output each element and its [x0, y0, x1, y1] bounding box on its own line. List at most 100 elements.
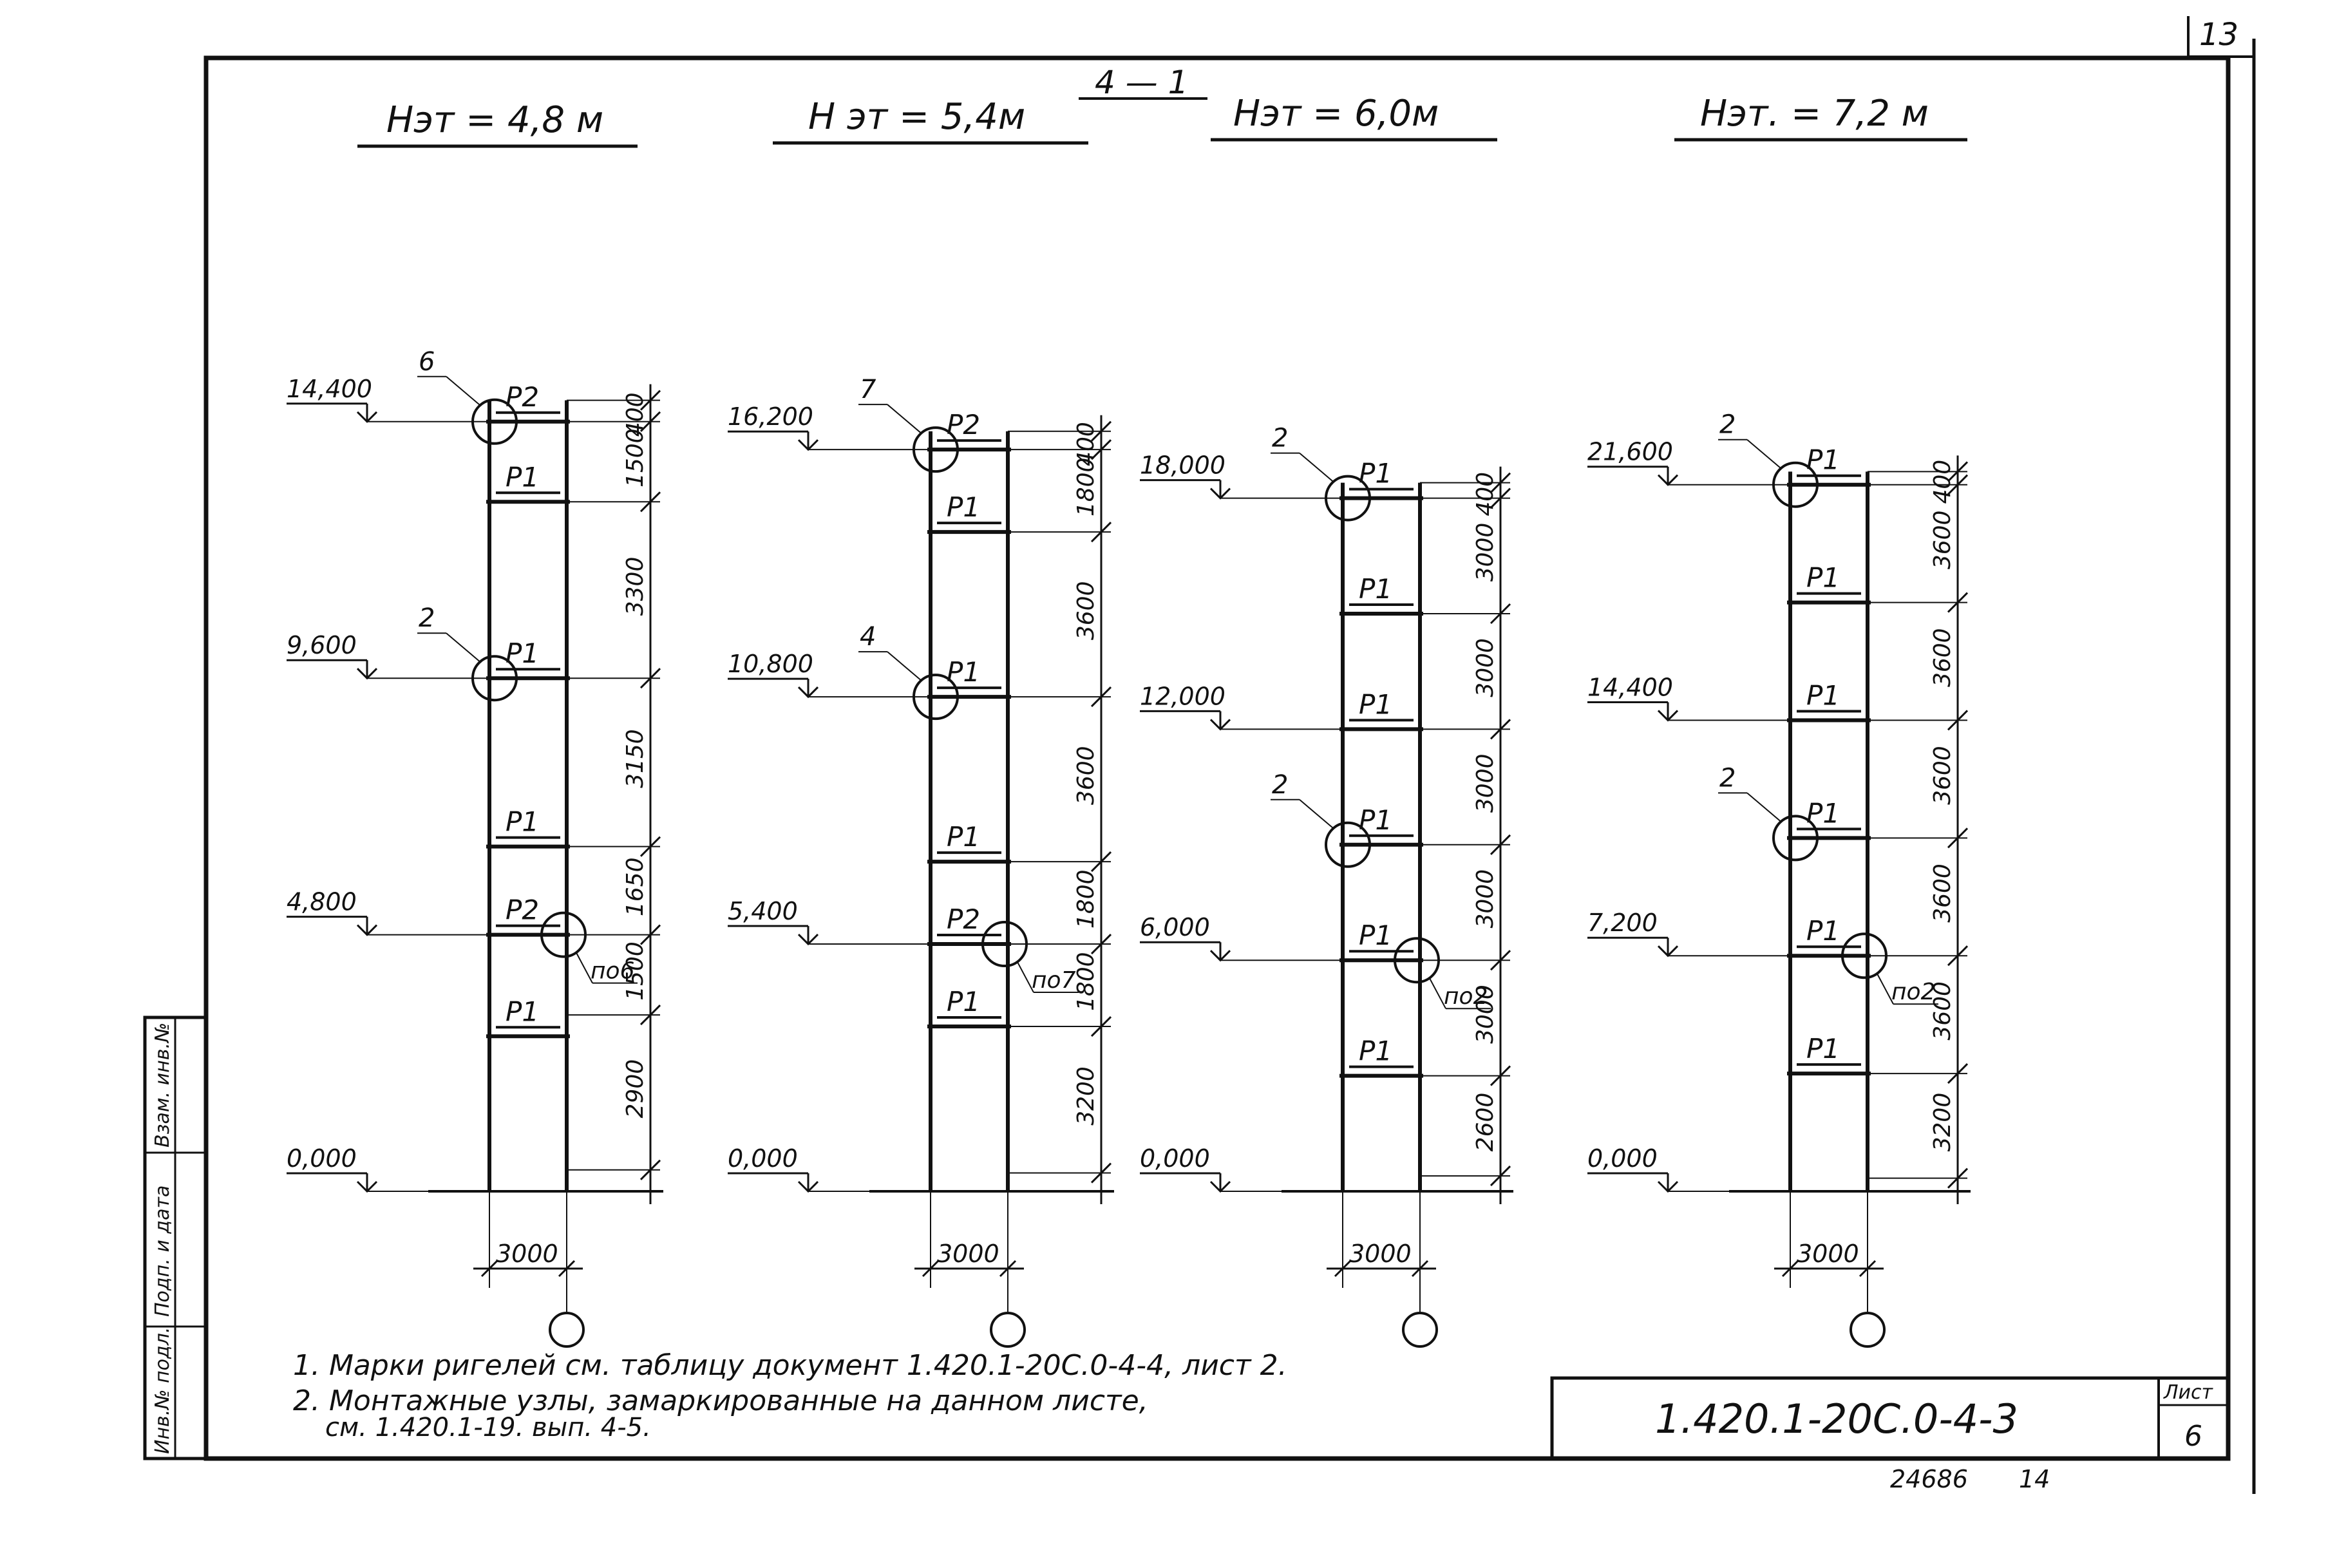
frame-title: Нэт = 6,0м	[1233, 93, 1439, 135]
dim-value: 400	[1929, 460, 1956, 504]
dim-value: 3600	[1929, 628, 1956, 687]
node-leader	[1877, 973, 1894, 1005]
dim-value: 1800	[1073, 458, 1099, 517]
axis-marker-circle	[990, 1312, 1026, 1348]
sheet-border	[203, 55, 2231, 1461]
node-circle	[981, 921, 1028, 968]
dim-value: 3600	[1073, 581, 1099, 641]
width-tick	[558, 1260, 576, 1278]
dim-value: 1800	[1073, 869, 1099, 929]
node-label: 7	[860, 375, 876, 404]
node-circle	[471, 398, 518, 445]
dim-value: 3000	[1472, 985, 1499, 1044]
beam-label: Р1	[1806, 915, 1840, 947]
beam-label: Р1	[1359, 920, 1392, 951]
node-circle	[471, 655, 518, 702]
frame-2: Н эт = 5,4мР2Р1Р1Р1Р2Р140018003600360018…	[728, 96, 1114, 1348]
width-tick	[1781, 1260, 1799, 1278]
width-tick	[1334, 1260, 1352, 1278]
beam-label: Р1	[947, 821, 980, 853]
node-label: 2	[1272, 424, 1288, 453]
node-label: 2	[1272, 770, 1288, 800]
frame-title: Н эт = 5,4м	[808, 96, 1025, 138]
node-circle	[913, 674, 959, 721]
dim-value: 2600	[1472, 1093, 1499, 1152]
dim-value: 1500	[622, 428, 648, 487]
level-mark: 7,200	[1587, 909, 1658, 937]
beam-label: Р1	[506, 461, 539, 493]
beam-label: Р2	[506, 894, 539, 926]
node-circle	[1325, 475, 1371, 522]
node-circle	[1325, 821, 1371, 868]
node-circle	[1394, 937, 1440, 984]
level-mark: 14,400	[1587, 673, 1673, 701]
corner-number: 13	[2199, 17, 2238, 53]
note-2: 2. Монтажные узлы, замаркированные на да…	[293, 1384, 1148, 1417]
level-mark: 9,600	[287, 631, 357, 659]
beam-label: Р1	[947, 491, 980, 523]
title-block	[1550, 1376, 2230, 1460]
frame-title: Нэт. = 7,2 м	[1700, 93, 1929, 135]
frames-group: Нэт = 4,8 мР2Р1Р1Р1Р2Р140015003300315016…	[287, 93, 1971, 1348]
node-circle	[1772, 461, 1819, 508]
dim-value: 3000	[1472, 869, 1499, 929]
node-leader	[887, 404, 922, 434]
axis-marker-circle	[549, 1312, 585, 1348]
level-mark: 18,000	[1140, 451, 1225, 480]
sheet-number: 6	[2184, 1420, 2202, 1453]
dim-value: 3200	[1073, 1066, 1099, 1126]
frame-4: Нэт. = 7,2 мР1Р1Р1Р1Р1Р14003600360036003…	[1587, 93, 1971, 1348]
node-leader	[887, 651, 922, 681]
sheet-label: Лист	[2163, 1381, 2214, 1404]
dim-value: 3150	[622, 729, 648, 788]
archive-number: 24686	[1890, 1465, 1968, 1493]
frame-1: Нэт = 4,8 мР2Р1Р1Р1Р2Р140015003300315016…	[287, 99, 663, 1348]
node-circle	[1841, 932, 1888, 979]
node-leader	[1746, 792, 1782, 823]
beam-label: Р1	[506, 806, 539, 838]
dim-value: 3000	[1472, 753, 1499, 813]
node-label: 6	[419, 347, 435, 377]
node-leader	[1746, 439, 1782, 469]
dim-value: 3300	[622, 557, 648, 616]
width-tick	[999, 1260, 1017, 1278]
stamp-sign-label: Подп. и дата	[151, 1185, 174, 1317]
dim-value: 3600	[1073, 746, 1099, 805]
level-mark: 14,400	[287, 375, 372, 403]
level-mark: 5,400	[728, 897, 798, 925]
node-leader	[1299, 799, 1334, 829]
node-label: по7	[1032, 967, 1076, 994]
node-label: 2	[1719, 763, 1736, 793]
note-1: 1. Марки ригелей см. таблицу документ 1.…	[293, 1349, 1287, 1382]
node-circle	[540, 911, 587, 958]
beam-label: Р1	[1359, 1035, 1392, 1067]
dim-value: 3200	[1929, 1093, 1956, 1152]
section-mark: 4 — 1	[1095, 64, 1188, 101]
dim-value: 3600	[1929, 746, 1956, 805]
dim-value: 400	[1073, 422, 1099, 466]
level-mark: 21,600	[1587, 438, 1673, 466]
stamp-replace-label: Взам. инв.№	[151, 1023, 174, 1148]
width-dim-value: 3000	[1797, 1240, 1859, 1268]
note-3: см. 1.420.1-19. вып. 4-5.	[325, 1413, 651, 1442]
beam-label: Р1	[1806, 562, 1840, 594]
level-mark: 4,800	[287, 888, 357, 916]
node-label: по6	[591, 958, 634, 985]
beam-label: Р1	[1359, 573, 1392, 605]
level-mark: 0,000	[287, 1144, 357, 1173]
node-leader	[1017, 961, 1034, 993]
node-circle	[913, 426, 959, 473]
node-label: 2	[419, 603, 435, 633]
node-leader	[446, 376, 481, 406]
width-dim-value: 3000	[1349, 1240, 1412, 1268]
width-dim-value: 3000	[496, 1240, 558, 1268]
beam-label: Р1	[1359, 688, 1392, 720]
beam-label: Р1	[506, 996, 539, 1027]
node-circle	[1772, 815, 1819, 862]
dim-value: 3000	[1472, 523, 1499, 582]
dim-value: 400	[622, 392, 648, 437]
node-label: 2	[1719, 410, 1736, 440]
beam-label: Р1	[1806, 679, 1840, 711]
width-tick	[1859, 1260, 1877, 1278]
